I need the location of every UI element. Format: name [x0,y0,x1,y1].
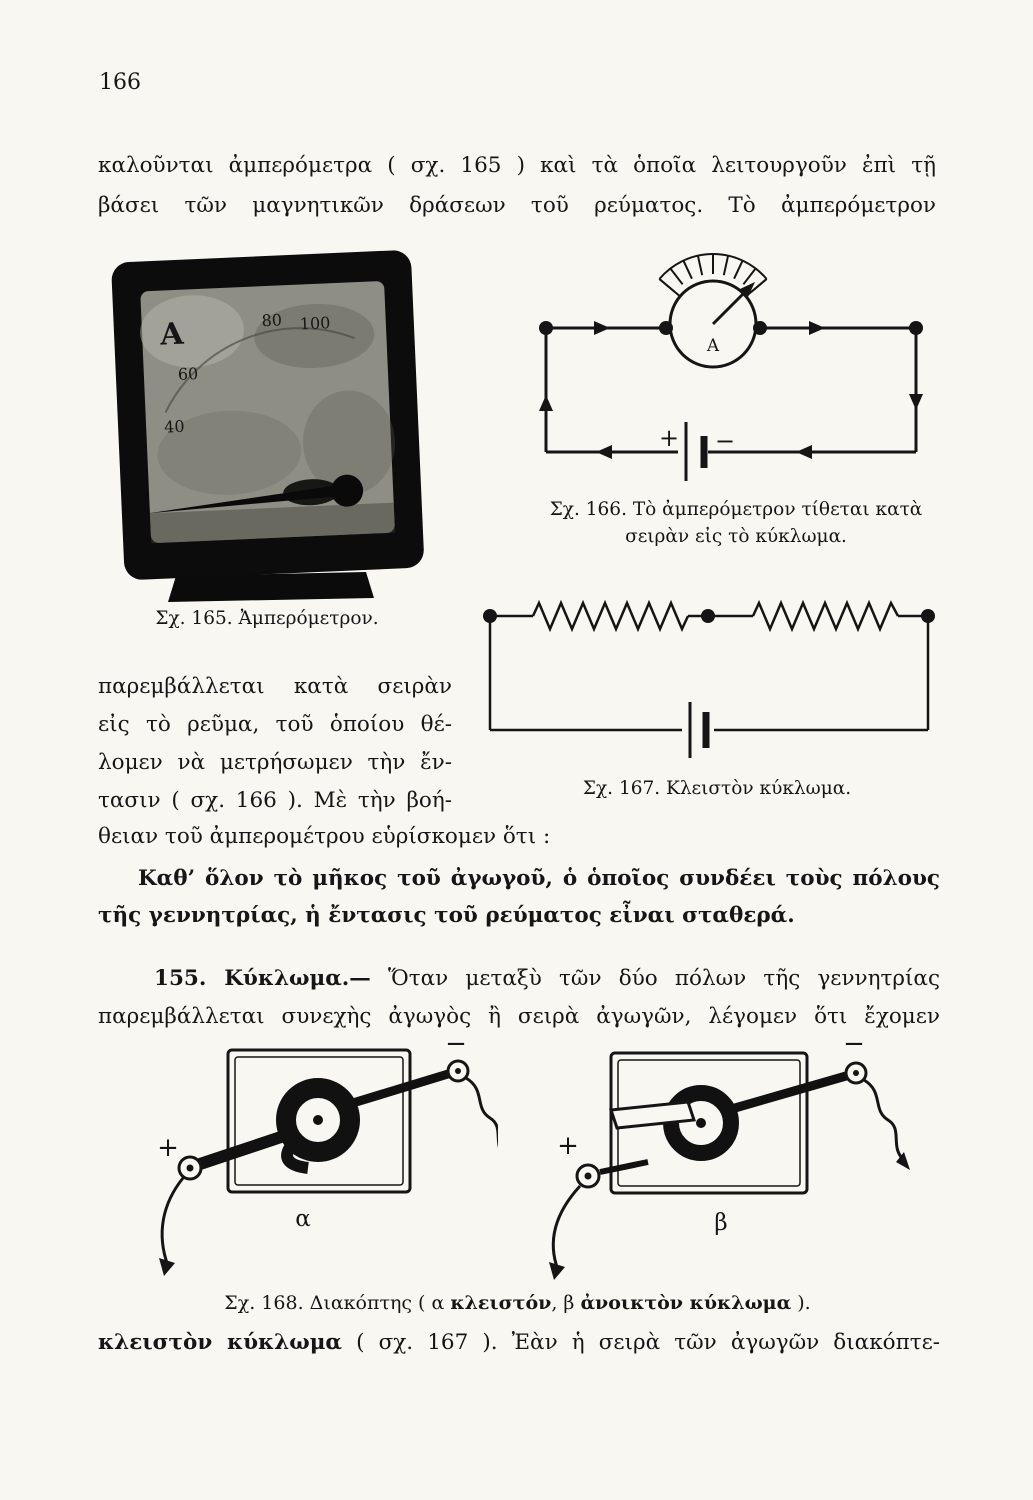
caption-part: ). [791,1292,811,1314]
meter-stand [168,572,374,602]
plus-label: + [659,424,679,452]
caption-line: σειρὰν εἰς τὸ κύκλωμα. [625,526,847,547]
resistor-icon [751,599,900,633]
gauge-fan-icon [658,253,768,298]
paragraph-continuation: θειαν τοῦ ἀμπερομέτρου εὑρίσκομεν ὅτι : [98,824,551,849]
battery-symbol [688,702,710,758]
switch-knob-icon [276,1078,360,1162]
closing-line: κλειστὸν κύκλωμα ( σχ. 167 ). Ἐὰν ἡ σειρ… [98,1330,940,1355]
switch-diagram-open: − + β [549,1029,910,1280]
text-line: 155. Κύκλωμα.— Ὅταν μεταξὺ τῶν δύο πόλων… [98,960,940,998]
fixed-contact [599,1159,649,1175]
needle-icon [147,482,360,514]
minus-terminal-icon [446,1059,470,1083]
current-arrows [539,321,923,459]
wire-arrowhead [159,1258,175,1276]
fig165-caption: Σχ. 165. Ἀμπερόμετρον. [155,608,379,629]
face-blotch [254,303,375,369]
caption-part: ἀνοικτὸν κύκλωμα [580,1292,792,1314]
ammeter-letter: A [706,336,720,356]
section-text: Ὅταν μεταξὺ τῶν δύο πόλων τῆς γεννητρίας [370,966,940,991]
text-line: εἰς τὸ ρεῦμα, τοῦ ὁποίου θέ- [98,712,452,737]
text-line: παρεμβάλλεται συνεχὴς ἀγωγὸς ἢ σειρὰ ἀγω… [98,1004,940,1029]
scale-number: 80 [261,310,282,330]
wire [465,1076,498,1148]
plus-label: + [157,1133,179,1163]
intro-paragraph: καλοῦνται ἀμπερόμετρα ( σχ. 165 ) καὶ τὰ… [98,146,936,226]
minus-label: − [445,1029,467,1059]
plus-label: + [557,1131,579,1161]
minus-terminal-icon [844,1061,868,1085]
plus-terminal-icon [575,1163,601,1189]
ammeter-photo: A 80 100 60 40 [111,250,424,602]
wire [863,1078,908,1164]
wire [551,1184,582,1271]
fig167-caption: Σχ. 167. Κλειστὸν κύκλωμα. [582,778,852,799]
section-heading: 155. Κύκλωμα.— [154,966,371,991]
meter-letter: A [158,317,185,353]
law-statement: Καθ’ ὅλον τὸ μῆκος τοῦ ἀγωγοῦ, ὁ ὁποῖος … [98,860,940,934]
plus-terminal-icon [177,1155,203,1181]
knob-tail [281,1139,309,1174]
circuit-diagram-fig167 [483,599,935,758]
circuit-diagram-fig166: A + − [539,253,923,481]
face-highlight [140,295,244,368]
wire [488,599,930,732]
face-blotch [157,410,302,495]
knob-center-dot [313,1115,323,1125]
knob-center-dot [696,1118,706,1128]
wire-arrowhead [896,1152,910,1170]
text-line: τασιν ( σχ. 166 ). Μὲ τὴν βοή- [98,788,452,813]
caption-part: κλειστόν [450,1292,552,1314]
body-paragraph: παρεμβάλλεται κατὰ σειρὰν εἰς τὸ ρεῦμα, … [98,668,452,820]
text-line: Καθ’ ὅλον τὸ μῆκος τοῦ ἀγωγοῦ, ὁ ὁποῖος … [138,866,940,891]
text-line: λομεν νὰ μετρήσωμεν τὴν ἔν- [98,750,452,775]
caption-line: Σχ. 166. Τὸ ἀμπερόμετρον τίθεται κατὰ [549,499,923,520]
ammeter-device: A 80 100 60 40 [111,250,424,580]
label-beta: β [714,1210,727,1236]
junction-dots [539,321,923,335]
text-line: τῆς γεννητρίας, ἡ ἔντασις τοῦ ρεύματος ε… [98,903,795,928]
caption-part: Σχ. 168. Διακόπτης ( α [224,1292,451,1314]
closing-bold: κλειστὸν κύκλωμα [98,1330,342,1355]
label-alpha: α [295,1206,311,1232]
scale-number: 100 [299,313,330,333]
needle-icon [711,290,747,326]
switch-lever-closed [198,1128,292,1170]
fixed-arm [341,1069,450,1111]
wire [160,1177,185,1267]
caption-part: , β [551,1292,581,1314]
needle-pivot [331,474,364,507]
minus-label: − [843,1029,865,1059]
scale-number: 60 [177,364,198,384]
battery-symbol: + − [659,422,735,481]
face-blotch [303,390,396,495]
switch-plate [226,1048,412,1194]
closing-rest: ( σχ. 167 ). Ἐὰν ἡ σειρὰ τῶν ἀγωγῶν διακ… [341,1330,941,1355]
page-number: 166 [99,70,141,95]
scale-number: 40 [164,417,185,437]
switch-lever-open [608,1100,697,1130]
section-155: 155. Κύκλωμα.— Ὅταν μεταξὺ τῶν δύο πόλων… [98,960,940,1036]
resistor-icon [531,599,690,633]
fixed-arm [726,1071,848,1115]
junction-dots [483,609,935,623]
intro-line: καλοῦνται ἀμπερόμετρα ( σχ. 165 ) καὶ τὰ… [98,153,936,178]
fig168-caption: Σχ. 168. Διακόπτης ( α κλειστόν, β ἀνοικ… [145,1292,890,1314]
wire-arrowhead [549,1262,565,1280]
fig166-caption: Σχ. 166. Τὸ ἀμπερόμετρον τίθεται κατὰ σε… [532,496,940,550]
intro-line: βάσει τῶν μαγνητικῶν δράσεων τοῦ ρεύματο… [98,193,936,218]
text-line: παρεμβάλλεται κατὰ σειρὰν [98,674,452,699]
face-shadow [149,502,395,544]
scale-arc [164,327,355,413]
needle-arrowhead [740,282,755,297]
minus-label: − [715,427,735,455]
switch-diagram-closed: − + α [157,1029,498,1276]
